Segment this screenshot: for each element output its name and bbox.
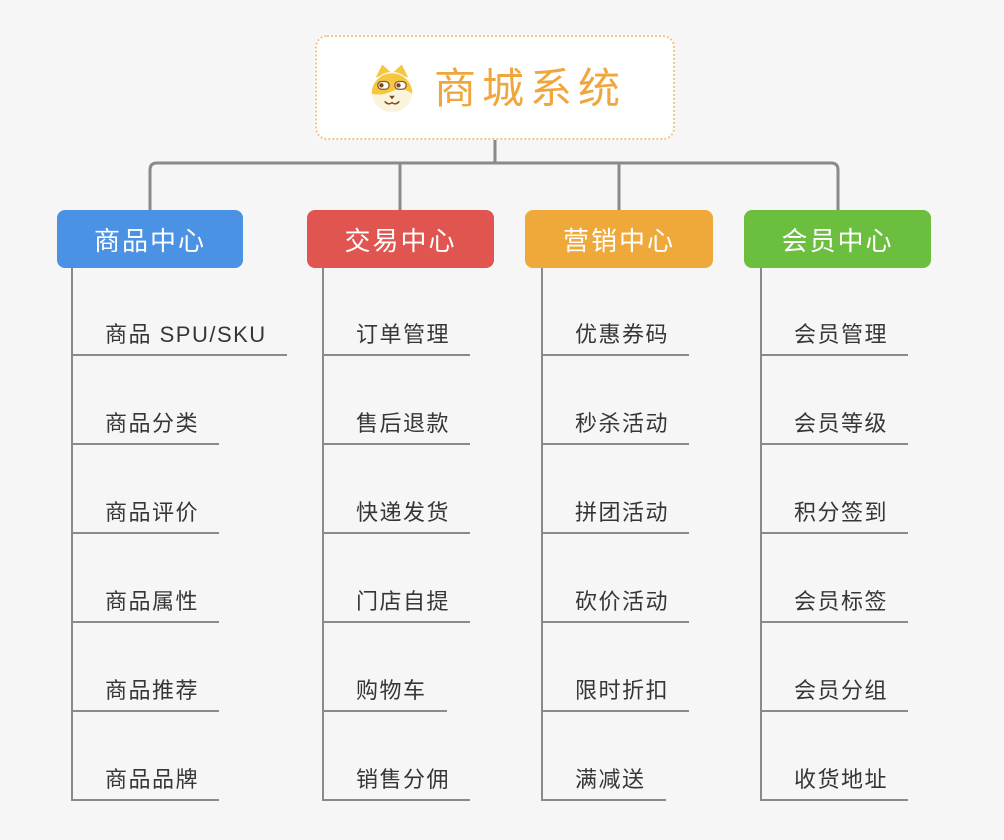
children-connector-line — [541, 268, 543, 801]
child-topic[interactable]: 商品属性 — [72, 583, 220, 623]
child-topic[interactable]: 商品推荐 — [72, 672, 220, 712]
child-topic[interactable]: 门店自提 — [323, 583, 471, 623]
branch-node-trade-center[interactable]: 交易中心 — [307, 210, 494, 268]
branch-label: 交易中心 — [344, 225, 457, 256]
child-topic[interactable]: 拼团活动 — [542, 494, 690, 534]
child-topic[interactable]: 商品评价 — [72, 494, 220, 534]
child-topic[interactable]: 满减送 — [542, 761, 666, 801]
child-topic[interactable]: 订单管理 — [323, 316, 471, 356]
child-topic[interactable]: 会员等级 — [761, 405, 909, 445]
branch-label: 营销中心 — [562, 225, 675, 256]
branch-node-product-center[interactable]: 商品中心 — [57, 210, 243, 268]
branch-node-marketing-center[interactable]: 营销中心 — [525, 210, 713, 268]
children-connector-line — [760, 268, 762, 801]
child-topic[interactable]: 商品 SPU/SKU — [72, 316, 287, 356]
children-connector-line — [71, 268, 73, 801]
child-topic[interactable]: 会员标签 — [761, 583, 909, 623]
child-topic[interactable]: 销售分佣 — [323, 761, 471, 801]
child-topic[interactable]: 收货地址 — [761, 761, 909, 801]
child-topic[interactable]: 限时折扣 — [542, 672, 690, 712]
branch-label: 会员中心 — [781, 225, 894, 256]
child-topic[interactable]: 会员分组 — [761, 672, 909, 712]
children-connector-line — [322, 268, 324, 801]
root-node[interactable]: 商城系统 — [315, 35, 675, 140]
child-topic[interactable]: 商品品牌 — [72, 761, 220, 801]
child-topic[interactable]: 优惠券码 — [542, 316, 690, 356]
branch-node-member-center[interactable]: 会员中心 — [744, 210, 931, 268]
root-title: 商城系统 — [433, 64, 626, 112]
child-topic[interactable]: 购物车 — [323, 672, 447, 712]
dog-icon — [371, 63, 413, 112]
child-topic[interactable]: 售后退款 — [323, 405, 471, 445]
child-topic[interactable]: 秒杀活动 — [542, 405, 690, 445]
child-topic[interactable]: 商品分类 — [72, 405, 220, 445]
child-topic[interactable]: 会员管理 — [761, 316, 909, 356]
child-topic[interactable]: 砍价活动 — [542, 583, 690, 623]
branch-label: 商品中心 — [93, 225, 206, 256]
child-topic[interactable]: 快递发货 — [323, 494, 471, 534]
child-topic[interactable]: 积分签到 — [761, 494, 909, 534]
